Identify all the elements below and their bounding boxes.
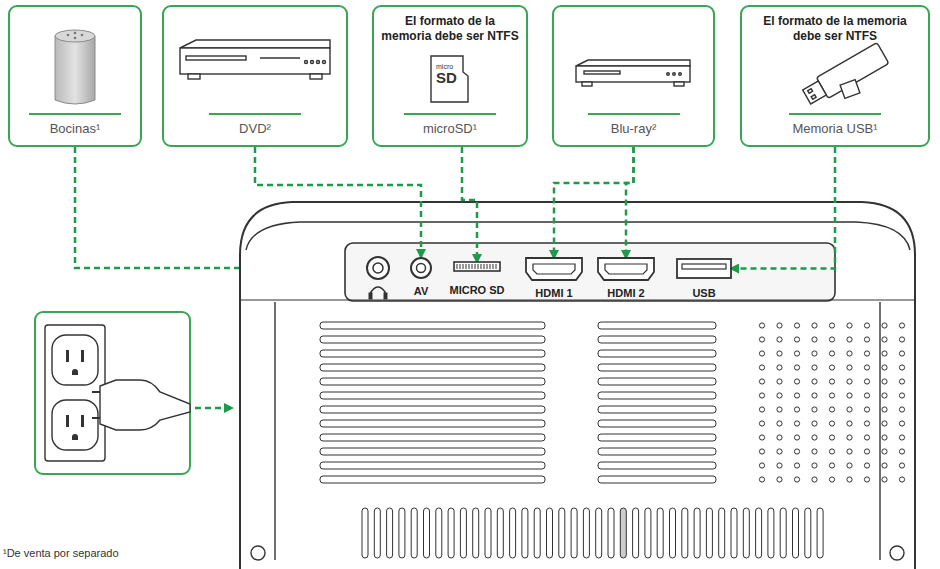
dvd-player-icon [180,40,330,79]
microsd-card-icon [431,56,468,102]
cable-connector [626,147,634,258]
cable-connector [462,147,477,262]
usb-stick-icon [801,43,889,108]
dvd-box: DVD² [162,5,348,147]
port-label: HDMI 1 [535,287,572,299]
card-text: micro [436,63,453,70]
usb-memory-box: El formato de la memoria debe ser NTFS Me… [740,5,930,147]
card-text: SD [436,70,457,85]
cable-connector [554,147,634,258]
hdmi-port: HDMI 2 [598,258,654,280]
projector-body [240,202,915,569]
device-label: Bocinas¹ [29,113,121,136]
port-label: HDMI 2 [607,287,644,299]
projector-vents [320,322,905,558]
port-label: AV [414,285,428,297]
device-label: Blu-ray² [588,113,680,136]
power-outlet [35,312,190,474]
device-label: Memoria USB¹ [789,113,881,136]
hdmi-port: HDMI 1 [526,258,582,280]
av-port: AV [410,257,432,279]
port-label: MICRO SD [450,284,505,296]
usb-port: USB [677,259,731,278]
port-shape [454,262,500,271]
bluray-box: Blu-ray² [552,5,715,147]
speakers-box: Bocinas¹ [8,5,142,147]
footnote: ¹De venta por separado [3,548,119,559]
port-shape [598,258,654,280]
speaker-icon [55,30,95,104]
port-shape [410,257,432,279]
cable-connector [255,147,421,257]
bluray-player-icon [576,60,690,86]
port-shape [526,258,582,280]
power-arrow [195,407,232,410]
port-label: USB [692,287,715,299]
microsd-slot: MICRO SD [454,262,500,271]
format-note: El formato de la memoria debe ser NTFS [748,14,922,44]
port-shape [677,259,731,278]
headphone-jack [367,257,389,299]
device-label: DVD² [209,113,301,136]
format-note: El formato de la memoria debe ser NTFS [380,14,520,44]
cable-connector [731,147,835,269]
device-label: microSD¹ [404,113,496,136]
